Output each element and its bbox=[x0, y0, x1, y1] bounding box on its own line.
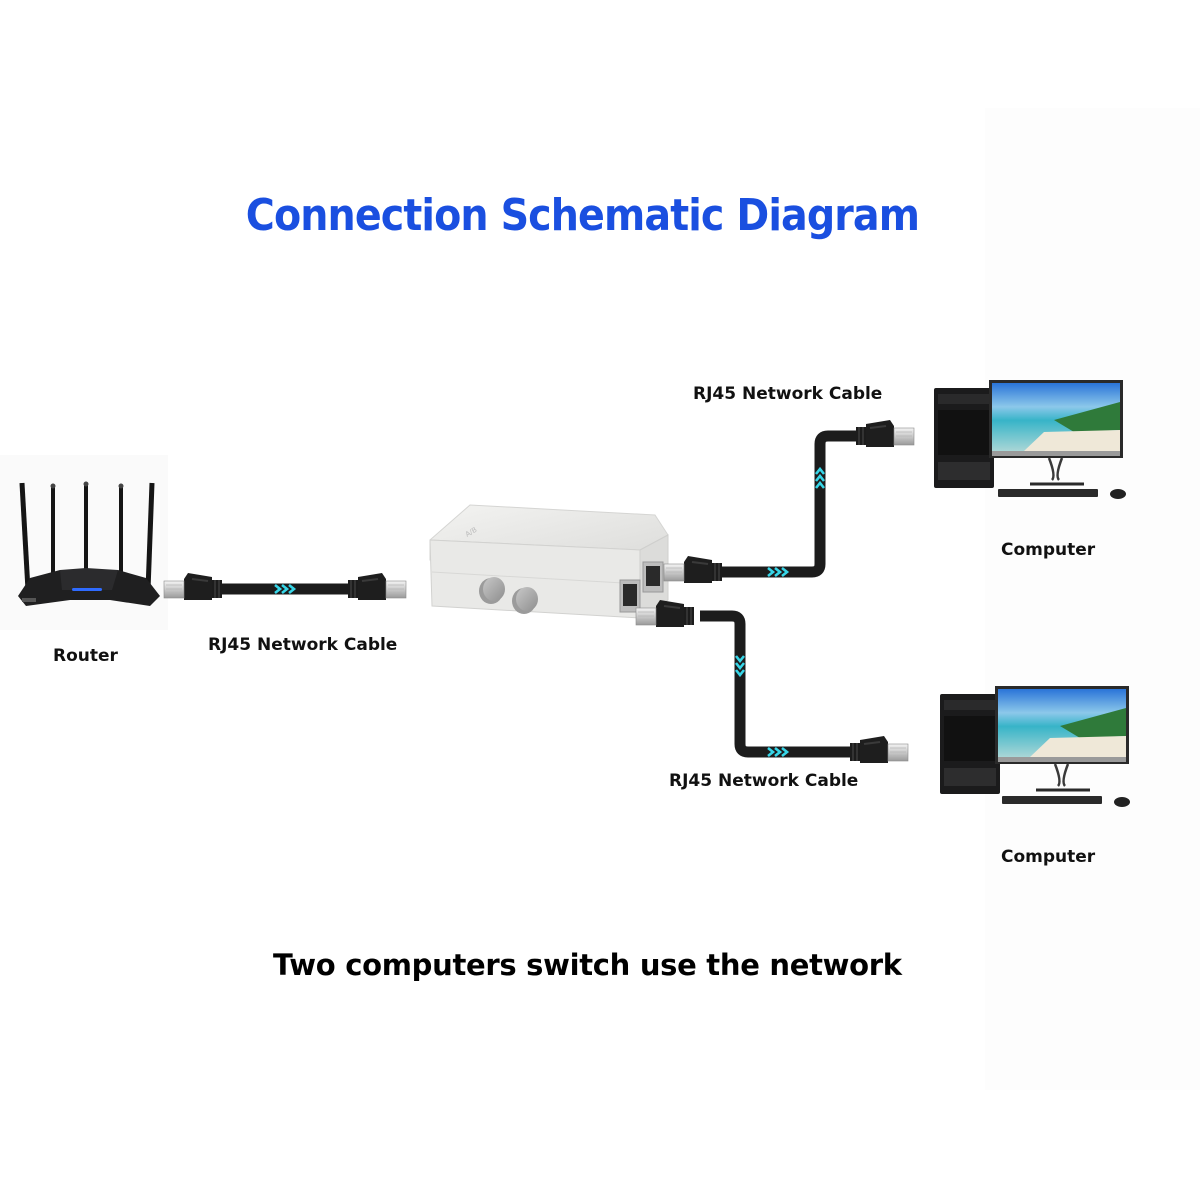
switch-button-a bbox=[479, 577, 505, 604]
router-cable-plug-right bbox=[347, 572, 407, 601]
switch-button-b bbox=[512, 587, 538, 614]
cable-bottom-plug-computer-end bbox=[849, 735, 909, 764]
cable-top-plug-computer-end bbox=[855, 419, 915, 448]
diagram-caption: Two computers switch use the network bbox=[273, 948, 902, 982]
switch-port-1 bbox=[619, 579, 641, 613]
router-icon bbox=[18, 481, 160, 606]
background-panel-right bbox=[985, 108, 1200, 1090]
cable-top-plug-switch-end bbox=[663, 555, 723, 584]
cable-label-switch-to-computer-top: RJ45 Network Cable bbox=[693, 384, 883, 404]
cable-router-to-switch bbox=[222, 583, 352, 595]
computer-top-label: Computer bbox=[1001, 540, 1096, 560]
cable-switch-to-computer-top bbox=[720, 430, 858, 578]
router-label: Router bbox=[53, 646, 118, 666]
computer-icon-top bbox=[934, 380, 1126, 499]
network-switch-icon: A/B bbox=[429, 504, 669, 619]
router-cable-plug-left bbox=[163, 572, 223, 601]
switch-port-2 bbox=[642, 561, 664, 593]
cable-label-router-to-switch: RJ45 Network Cable bbox=[208, 635, 398, 655]
cable-switch-to-computer-bottom bbox=[700, 610, 852, 758]
computer-bottom-label: Computer bbox=[1001, 847, 1096, 867]
cable-label-switch-to-computer-bottom: RJ45 Network Cable bbox=[669, 771, 859, 791]
computer-icon-bottom bbox=[940, 686, 1130, 807]
diagram-title: Connection Schematic Diagram bbox=[245, 190, 920, 241]
